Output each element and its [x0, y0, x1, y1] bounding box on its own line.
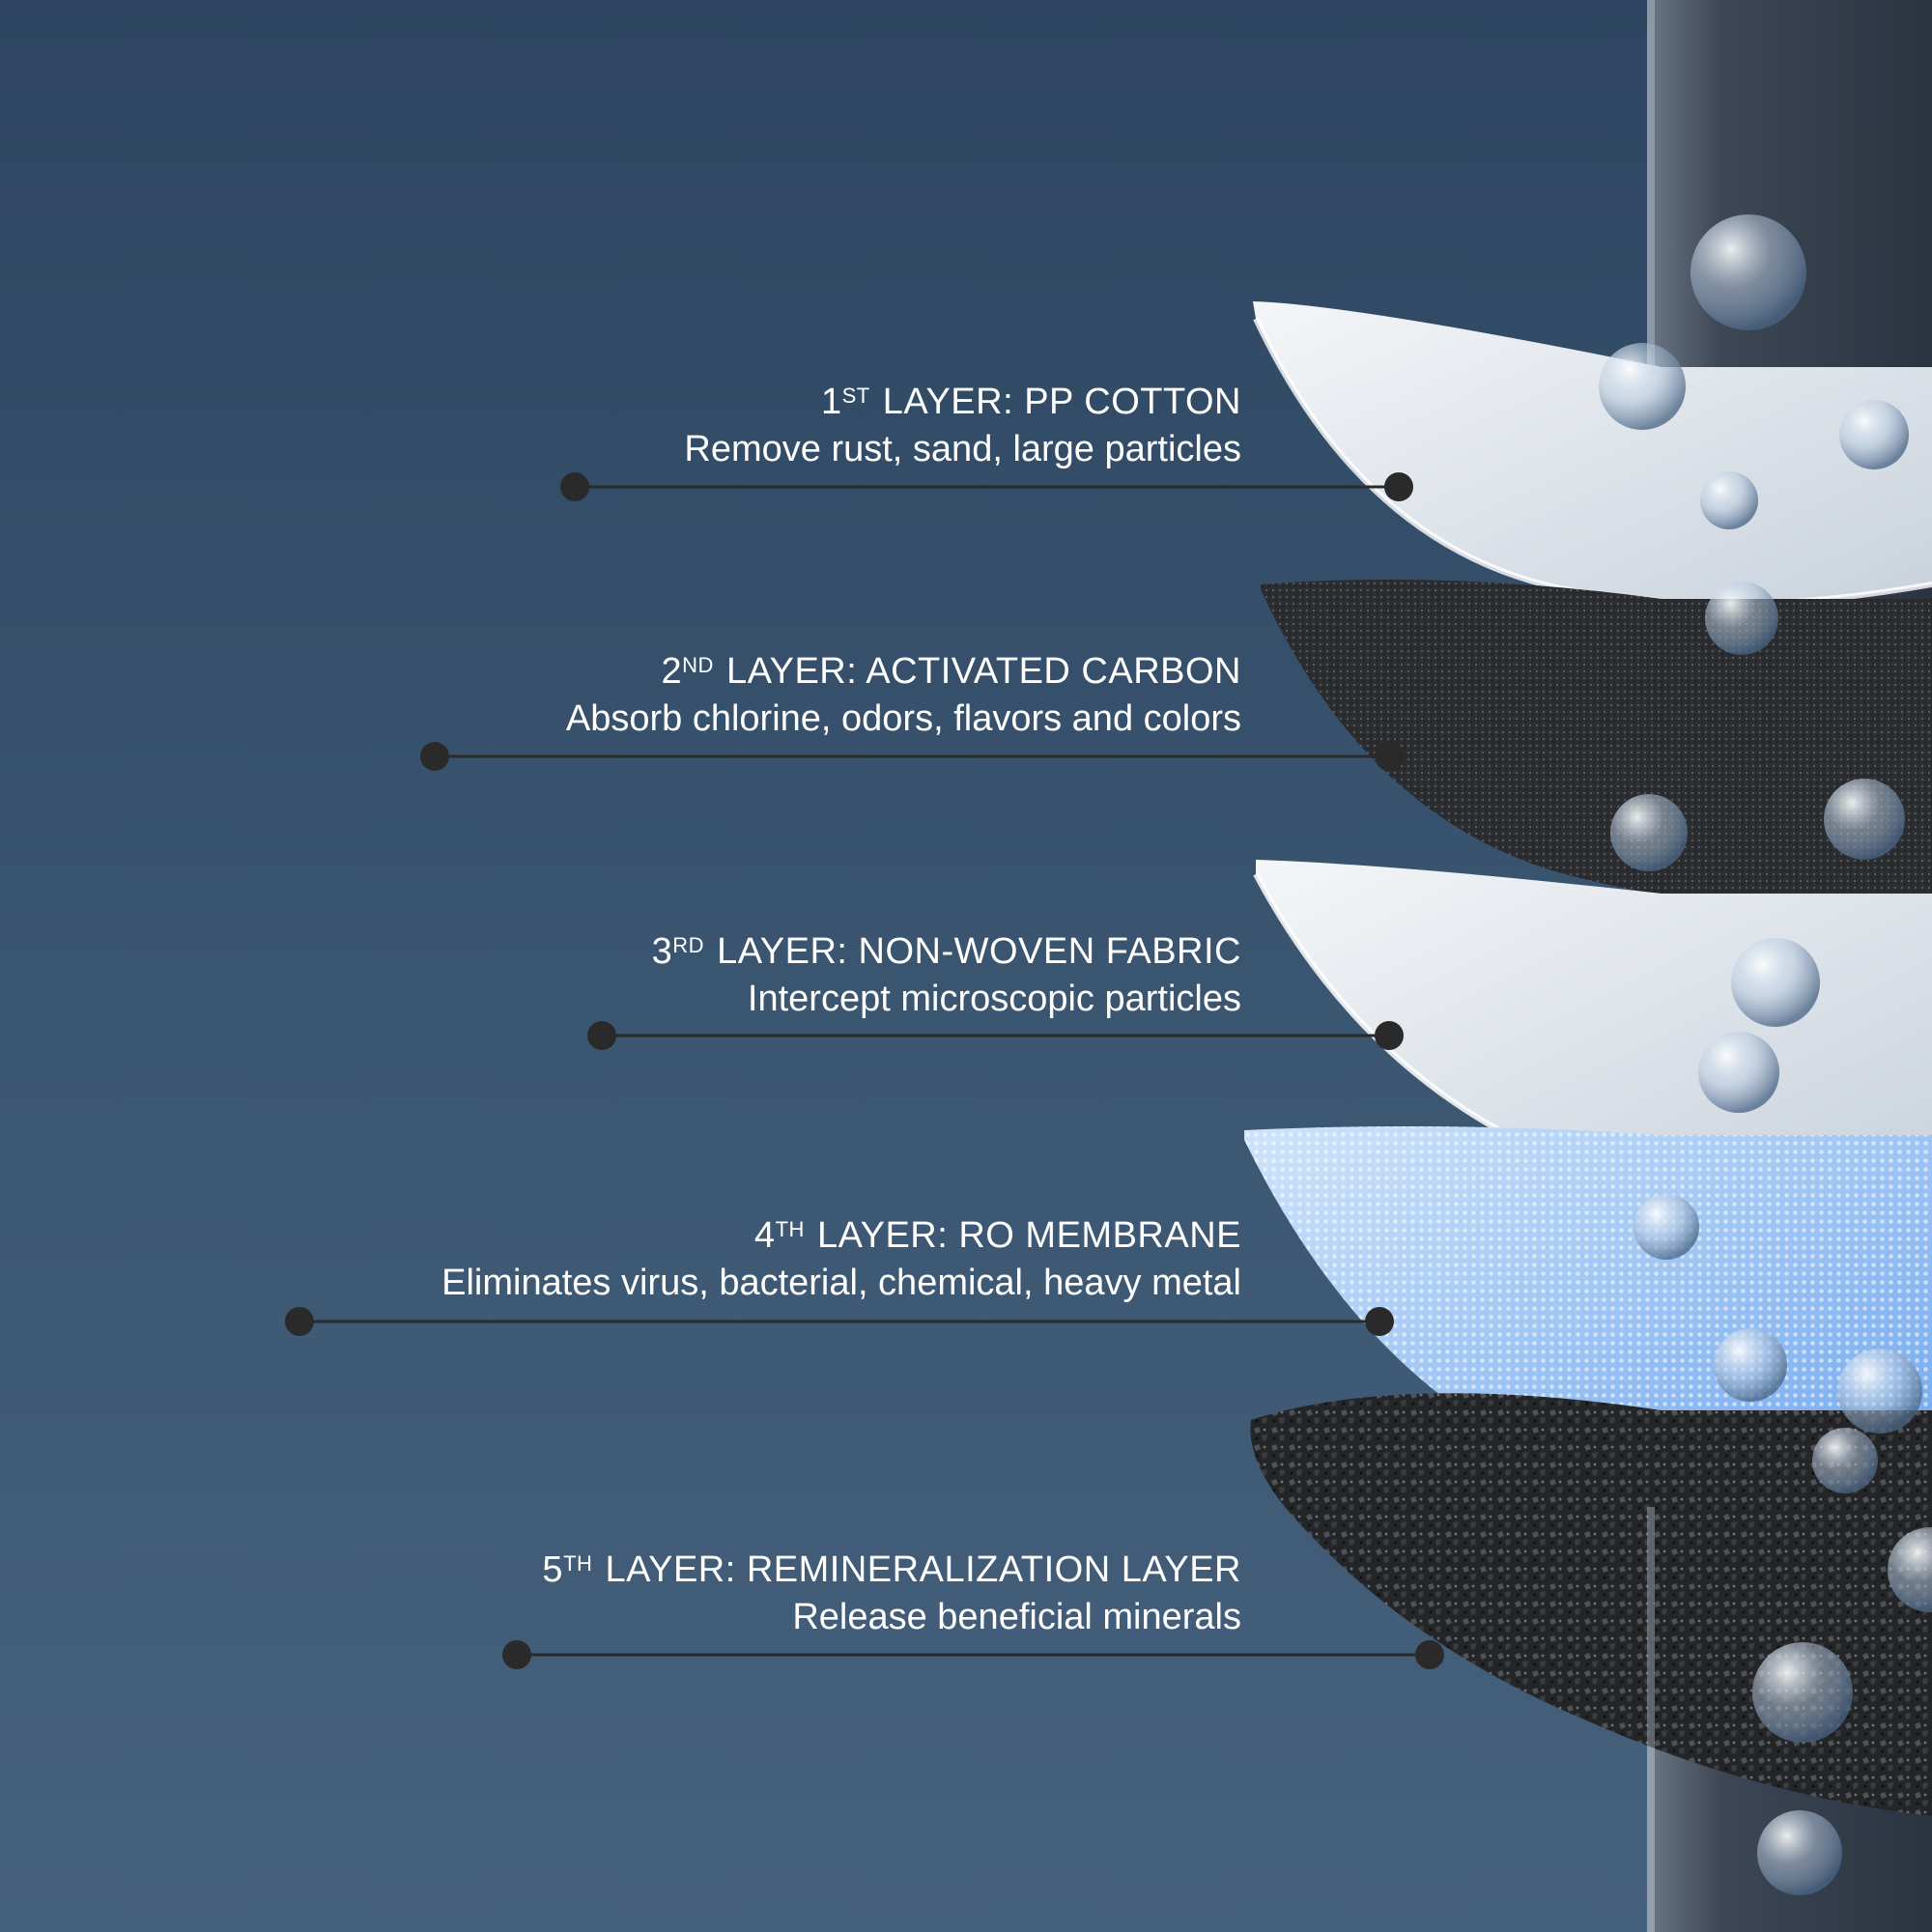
layer-4-description: Eliminates virus, bacterial, chemical, h… [441, 1263, 1241, 1303]
layer-3-description: Intercept microscopic particles [747, 979, 1241, 1019]
layer-2-description: Absorb chlorine, odors, flavors and colo… [565, 698, 1241, 739]
water-drop-icon [1812, 1428, 1878, 1493]
layer-2-label: 2ND LAYER: ACTIVATED CARBON Absorb chlor… [566, 648, 1241, 743]
layer-5-description: Release beneficial minerals [792, 1597, 1241, 1637]
leader-dot [587, 1021, 616, 1050]
water-drop-icon [1731, 938, 1820, 1027]
leader-dot [1375, 1021, 1404, 1050]
layer-1-label: 1ST LAYER: PP COTTON Remove rust, sand, … [684, 379, 1241, 473]
layer-1-title: 1ST LAYER: PP COTTON [820, 382, 1241, 422]
water-droplets [1599, 214, 1932, 1895]
layer-4-title: 4TH LAYER: RO MEMBRANE [753, 1215, 1241, 1256]
leader-dot [560, 472, 589, 501]
water-drop-icon [1752, 1642, 1853, 1743]
water-drop-icon [1757, 1810, 1842, 1895]
leader-dot [1375, 742, 1404, 771]
leader-dot [1365, 1307, 1394, 1336]
layer-2-title: 2ND LAYER: ACTIVATED CARBON [661, 651, 1241, 692]
leader-dot [1415, 1640, 1444, 1669]
water-drop-icon [1599, 343, 1686, 430]
water-drop-icon [1698, 1032, 1779, 1113]
layer-5-title: 5TH LAYER: REMINERALIZATION LAYER [542, 1549, 1241, 1590]
water-drop-icon [1888, 1527, 1932, 1612]
leader-line-3 [587, 1021, 1404, 1050]
leader-line-2 [420, 742, 1404, 771]
water-drop-icon [1705, 582, 1778, 655]
leader-dot [502, 1640, 531, 1669]
layer-3-title: 3RD LAYER: NON-WOVEN FABRIC [651, 931, 1241, 972]
water-drop-icon [1839, 400, 1909, 469]
layer-4-label: 4TH LAYER: RO MEMBRANE Eliminates virus,… [441, 1212, 1241, 1307]
leader-dot [285, 1307, 314, 1336]
water-drop-icon [1610, 794, 1688, 871]
leader-line-5 [502, 1640, 1444, 1669]
layer-3-label: 3RD LAYER: NON-WOVEN FABRIC Intercept mi… [652, 928, 1241, 1023]
leader-dot [420, 742, 449, 771]
layer-5-label: 5TH LAYER: REMINERALIZATION LAYER Releas… [542, 1547, 1241, 1641]
water-drop-icon [1714, 1328, 1787, 1402]
water-drop-icon [1634, 1194, 1699, 1260]
layer-1-description: Remove rust, sand, large particles [684, 429, 1241, 469]
water-drop-icon [1824, 779, 1905, 860]
leader-line-1 [560, 472, 1413, 501]
leader-line-4 [285, 1307, 1394, 1336]
layer-2-carbon-disc [1261, 580, 1932, 908]
water-drop-icon [1837, 1349, 1922, 1434]
leader-dot [1384, 472, 1413, 501]
water-drop-icon [1690, 214, 1806, 330]
water-drop-icon [1700, 471, 1758, 529]
